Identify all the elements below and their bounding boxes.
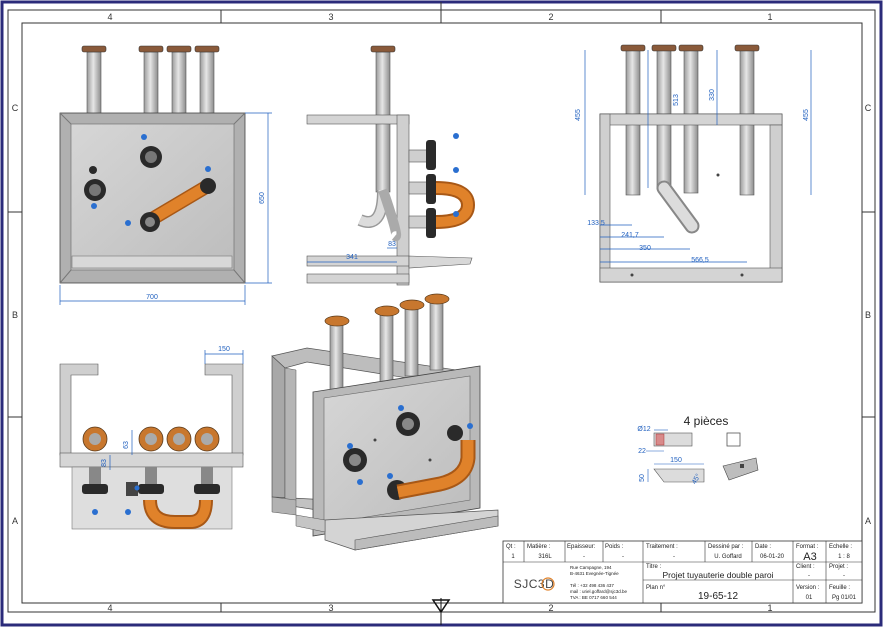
tb-format-label: Format :	[796, 544, 819, 550]
tb-client-label: Client :	[796, 564, 815, 570]
front-view-orange-pipe	[140, 178, 216, 232]
tb-title-label: Titre :	[646, 564, 661, 570]
dim-front-width: 700	[146, 294, 158, 301]
zone-col-3-bottom: 3	[328, 603, 333, 613]
tb-sheet-value: Pg 01/01	[832, 595, 857, 601]
front-view-pipes	[81, 45, 220, 115]
parts-note: 4 pièces	[684, 414, 729, 428]
tb-format-value: A3	[803, 551, 816, 563]
tb-project-label: Projet :	[829, 564, 848, 570]
tb-treatment-label: Traitement :	[646, 544, 678, 550]
zone-col-1-bottom: 1	[767, 603, 772, 613]
dim-piece-diameter: Ø12	[637, 426, 650, 433]
dim-back-w2: 241,7	[621, 232, 639, 239]
dim-back-h3: 330	[709, 89, 716, 101]
tb-plan-value: 19-65-12	[698, 591, 738, 602]
dim-back-h4: 455	[803, 109, 810, 121]
zone-col-3-top: 3	[328, 12, 333, 22]
dim-piece-length: 150	[670, 457, 682, 464]
tb-address-1: Rue Campagne, 194	[570, 565, 612, 570]
zone-labels: 4 3 2 1 4 3 2 1 C B A C B A	[12, 12, 872, 613]
tb-qt-label: Qt :	[506, 544, 516, 550]
tb-material-value: 316L	[538, 554, 552, 560]
drawing-frame	[21, 22, 863, 604]
tb-scale-value: 1 : 8	[838, 554, 850, 560]
zone-row-a-right: A	[865, 516, 871, 526]
tb-date-value: 06-01-20	[760, 554, 785, 560]
isometric-view	[271, 293, 499, 551]
tb-tva: TVA : BE 0717 660 544	[570, 595, 617, 600]
dim-top-a: 63	[123, 441, 130, 449]
zone-row-b-left: B	[12, 310, 18, 320]
tb-sheet-label: Feuille :	[829, 585, 850, 591]
tb-treatment-value: -	[673, 554, 675, 560]
tb-plan-label: Plan n°	[646, 585, 666, 591]
top-view: 150 63 83	[59, 346, 244, 530]
back-view-dimensions	[584, 50, 812, 263]
dim-top-b: 83	[101, 459, 108, 467]
zone-col-2-bottom: 2	[548, 603, 553, 613]
dim-side-b: 83	[388, 241, 396, 248]
back-view: 455 513 330 455 133,5 241,7 350 566,5	[575, 44, 812, 283]
tb-date-label: Date :	[755, 544, 771, 550]
zone-row-b-right: B	[865, 310, 871, 320]
dim-back-h2: 513	[673, 94, 680, 106]
dim-back-w3: 350	[639, 245, 651, 252]
tb-version-label: Version :	[796, 585, 820, 591]
tb-version-value: 01	[806, 595, 813, 601]
front-view-clamps	[84, 134, 211, 226]
tb-title-value: Projet tuyauterie double paroi	[662, 570, 773, 580]
dim-piece-height: 50	[639, 474, 646, 482]
side-view: 341 83	[306, 45, 476, 286]
zone-row-a-left: A	[12, 516, 18, 526]
dim-back-h1: 455	[575, 109, 582, 121]
zone-col-4-bottom: 4	[107, 603, 112, 613]
tb-project-value: -	[843, 573, 845, 579]
tb-mail: mail : uriel.goffard@sjc3d.be	[570, 589, 628, 594]
front-view: 700 650	[59, 45, 272, 305]
zone-row-c-right: C	[865, 103, 872, 113]
iso-pipes	[324, 293, 450, 393]
tb-weight-value: -	[622, 554, 624, 560]
zone-col-1-top: 1	[767, 12, 772, 22]
dim-back-w4: 566,5	[691, 257, 709, 264]
pieces-detail: 4 pièces Ø12 22 150 50 45°	[637, 414, 759, 486]
dim-front-height: 650	[259, 192, 266, 204]
dim-piece-a: 22	[638, 448, 646, 455]
tb-qt-value: 1	[511, 554, 515, 560]
zone-row-c-left: C	[12, 103, 19, 113]
tb-tel: Tél : +32 498 436 437	[570, 583, 614, 588]
front-view-dimensions	[59, 112, 272, 305]
tb-address-2: B-4631 Evegnée-Tignée	[570, 571, 619, 576]
zone-col-2-top: 2	[548, 12, 553, 22]
tb-scale-label: Echelle :	[829, 544, 852, 550]
logo-text: SJC3D	[514, 577, 555, 591]
tb-drawn-label: Dessiné par :	[708, 544, 744, 550]
back-view-pipes	[620, 44, 760, 234]
sjc3d-logo: SJC3D	[514, 577, 555, 591]
top-view-flanges	[82, 426, 220, 452]
dim-side-a: 341	[346, 254, 358, 261]
tb-thickness-value: -	[583, 554, 585, 560]
dim-back-w1: 133,5	[587, 220, 605, 227]
tb-weight-label: Poids :	[605, 544, 624, 550]
tb-thickness-label: Epaisseur:	[567, 544, 596, 550]
tb-drawn-value: U. Goffard	[714, 554, 742, 560]
tb-material-label: Matière :	[527, 544, 551, 550]
zone-col-4-top: 4	[107, 12, 112, 22]
tb-client-value: -	[808, 573, 810, 579]
title-block: Qt : 1 Matière : 316L Epaisseur: - Poids…	[502, 540, 863, 604]
dim-top-w: 150	[218, 346, 230, 353]
centering-marks	[431, 2, 451, 625]
